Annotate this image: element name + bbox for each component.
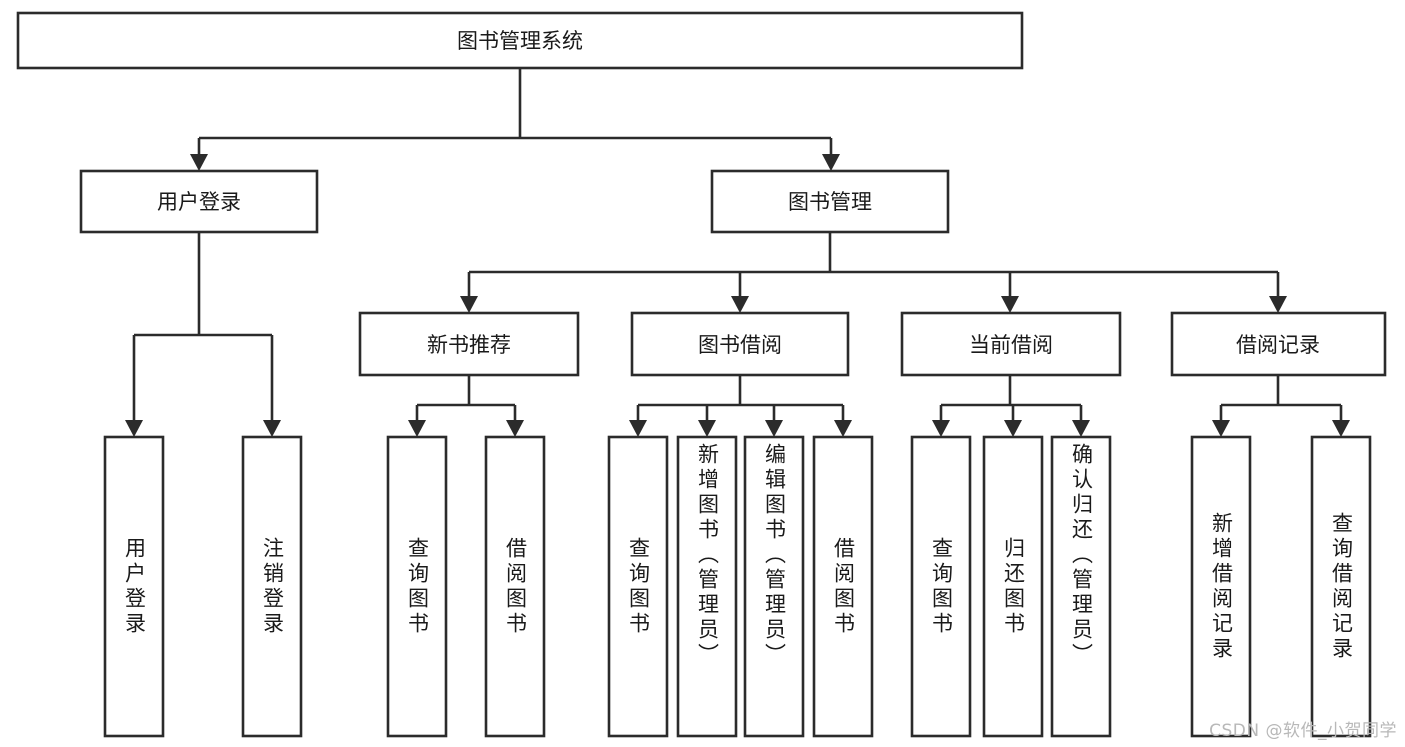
leaf-boxes-group bbox=[103, 435, 1372, 738]
arrow-head-leaf-logout bbox=[263, 420, 281, 437]
arrow-head-leaf-edit-book-admin bbox=[765, 420, 783, 437]
arrow-head-leaf-borrow-book-2 bbox=[834, 420, 852, 437]
arrow-head-leaf-add-book-admin bbox=[698, 420, 716, 437]
node-root[interactable]: 图书管理系统 bbox=[16, 11, 1024, 70]
arrow-head-borrow-record bbox=[1269, 296, 1287, 313]
node-current-borrow[interactable]: 当前借阅 bbox=[900, 311, 1122, 377]
node-book-borrow-label: 图书借阅 bbox=[698, 333, 782, 357]
leaf-add-book-admin-box[interactable] bbox=[676, 435, 738, 738]
node-borrow-record[interactable]: 借阅记录 bbox=[1170, 311, 1387, 377]
node-user-login-label: 用户登录 bbox=[157, 190, 241, 214]
arrow-head-leaf-confirm-return-admin bbox=[1072, 420, 1090, 437]
arrow-head-leaf-borrow-book-1 bbox=[506, 420, 524, 437]
arrow-head-leaf-return-book bbox=[1004, 420, 1022, 437]
arrow-head-book-borrow bbox=[731, 296, 749, 313]
arrow-head-new-book-recommend bbox=[460, 296, 478, 313]
leaf-user-login-box[interactable] bbox=[103, 435, 165, 738]
node-borrow-record-label: 借阅记录 bbox=[1236, 333, 1320, 357]
leaf-confirm-return-admin-box[interactable] bbox=[1050, 435, 1112, 738]
leaf-query-borrow-record-box[interactable] bbox=[1310, 435, 1372, 738]
leaf-query-book-2-box[interactable] bbox=[607, 435, 669, 738]
node-root-label: 图书管理系统 bbox=[457, 29, 583, 53]
connectors-group bbox=[125, 68, 1350, 437]
node-borrow-record-box[interactable] bbox=[1170, 311, 1387, 377]
leaf-borrow-book-1-box[interactable] bbox=[484, 435, 546, 738]
leaf-edit-book-admin-box[interactable] bbox=[743, 435, 805, 738]
arrow-head-current-borrow bbox=[1001, 296, 1019, 313]
leaf-query-book-3-box[interactable] bbox=[910, 435, 972, 738]
csdn-watermark: CSDN @软件_小贺同学 bbox=[1209, 721, 1397, 741]
arrow-head-leaf-query-book-2 bbox=[629, 420, 647, 437]
node-new-book-recommend[interactable]: 新书推荐 bbox=[358, 311, 580, 377]
arrow-head-leaf-user-login bbox=[125, 420, 143, 437]
node-new-book-recommend-label: 新书推荐 bbox=[427, 333, 511, 357]
arrow-head-leaf-query-book-3 bbox=[932, 420, 950, 437]
arrow-head-leaf-query-book-1 bbox=[408, 420, 426, 437]
node-current-borrow-label: 当前借阅 bbox=[969, 333, 1053, 357]
node-new-book-recommend-box[interactable] bbox=[358, 311, 580, 377]
arrow-head-user-login bbox=[190, 154, 208, 171]
node-book-manage[interactable]: 图书管理 bbox=[710, 169, 950, 234]
leaf-logout-box[interactable] bbox=[241, 435, 303, 738]
arrow-head-book-manage bbox=[822, 154, 840, 171]
node-user-login-box[interactable] bbox=[79, 169, 319, 234]
leaf-return-book-box[interactable] bbox=[982, 435, 1044, 738]
arrow-head-leaf-add-borrow-record bbox=[1212, 420, 1230, 437]
leaf-query-book-1-box[interactable] bbox=[386, 435, 448, 738]
arrow-head-leaf-query-borrow-record bbox=[1332, 420, 1350, 437]
node-current-borrow-box[interactable] bbox=[900, 311, 1122, 377]
leaf-borrow-book-2-box[interactable] bbox=[812, 435, 874, 738]
leaf-add-borrow-record-box[interactable] bbox=[1190, 435, 1252, 738]
node-book-borrow-box[interactable] bbox=[630, 311, 850, 377]
node-book-borrow[interactable]: 图书借阅 bbox=[630, 311, 850, 377]
node-book-manage-label: 图书管理 bbox=[788, 190, 872, 214]
node-user-login[interactable]: 用户登录 bbox=[79, 169, 319, 234]
node-book-manage-box[interactable] bbox=[710, 169, 950, 234]
node-root-box[interactable] bbox=[16, 11, 1024, 70]
